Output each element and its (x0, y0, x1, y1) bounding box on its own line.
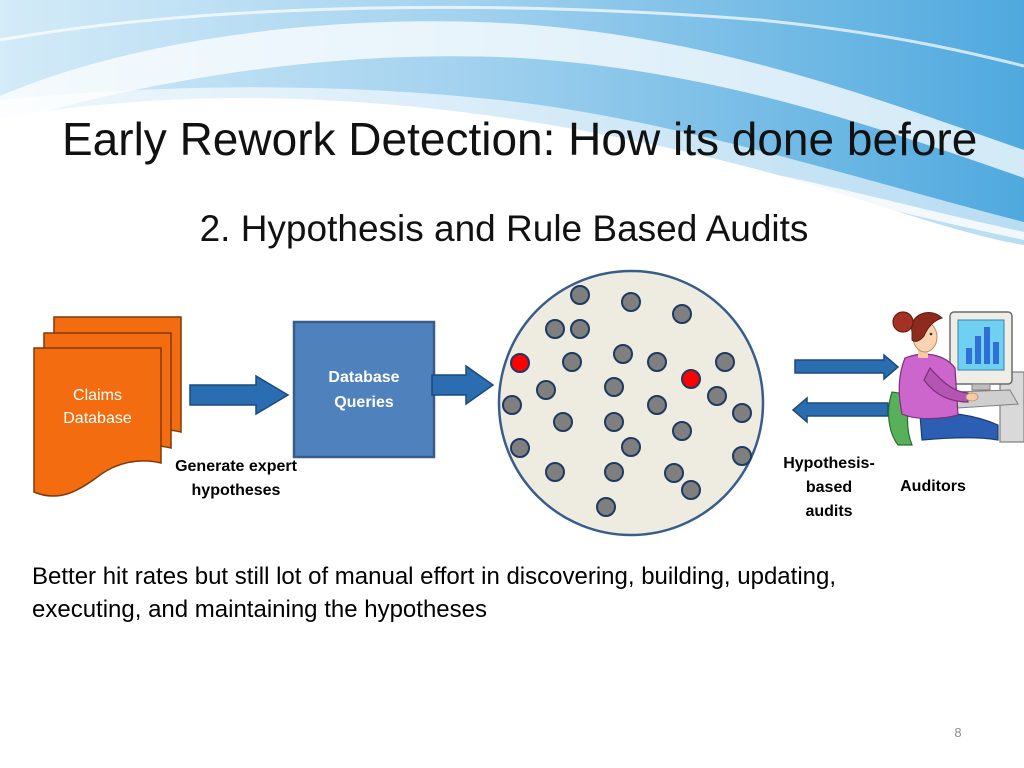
arrow-to-queries (189, 374, 290, 416)
hypothesis-audits-label-line: based (805, 479, 853, 496)
person-at-computer-icon (888, 311, 1024, 446)
database-queries-label-line: Database (328, 369, 400, 386)
auditor-hair (911, 312, 943, 342)
record-dot (621, 292, 641, 312)
record-dot (732, 446, 752, 466)
hypothesis-audits-label: Hypothesis- based audits (769, 452, 889, 524)
arrow-to-auditors (794, 353, 900, 381)
record-dot (664, 463, 684, 483)
record-dot (672, 304, 692, 324)
record-dot (553, 412, 573, 432)
record-dot (536, 380, 556, 400)
claims-database-label-line: Claims (73, 387, 122, 404)
record-dot (715, 352, 735, 372)
auditor-neck (918, 347, 928, 358)
record-dot (707, 386, 727, 406)
wave-highlight-line (0, 5, 1024, 68)
record-dot (545, 319, 565, 339)
record-dot (647, 352, 667, 372)
record-dot (647, 395, 667, 415)
database-queries-label: Database Queries (294, 365, 434, 415)
slide-body-text: Better hit rates but still lot of manual… (32, 560, 836, 626)
record-dot (672, 421, 692, 441)
screen-bar (975, 336, 981, 364)
hypothesis-audits-label-line: audits (805, 503, 853, 520)
auditor-hand (965, 392, 979, 402)
record-dot (510, 438, 530, 458)
body-text-line: Better hit rates but still lot of manual… (32, 563, 837, 590)
page-number: 8 (954, 725, 962, 740)
wave-soft-edge (0, 87, 1024, 246)
flagged-record-dot (510, 353, 530, 373)
record-dot (545, 462, 565, 482)
flagged-record-dot (681, 369, 701, 389)
auditors-label: Auditors (900, 478, 966, 495)
hypothesis-audits-label-line: Hypothesis- (783, 455, 875, 472)
auditor-hair-bun (892, 311, 914, 333)
record-dot (570, 285, 590, 305)
screen-bar (966, 348, 972, 364)
arrow-from-auditors (791, 396, 889, 424)
slide-subtitle: 2. Hypothesis and Rule Based Audits (199, 208, 809, 249)
record-dot (604, 412, 624, 432)
screen-bar (984, 327, 990, 364)
arrow-to-record-pool (431, 364, 495, 406)
database-queries-box (292, 320, 436, 459)
screen-bar (993, 342, 999, 364)
record-dot (502, 395, 522, 415)
generate-hypotheses-label-line: Generate expert (175, 458, 297, 475)
claims-database-label: Claims Database (34, 384, 161, 430)
auditor-eye (929, 332, 933, 336)
record-dot (570, 319, 590, 339)
record-dot (562, 352, 582, 372)
wave-white-swoosh (0, 21, 1024, 179)
monitor-stand (971, 383, 991, 391)
generate-hypotheses-label: Generate expert hypotheses (156, 455, 316, 503)
record-dot (596, 497, 616, 517)
database-queries-label-line: Queries (334, 394, 394, 411)
claims-database-stack (33, 316, 182, 497)
claims-database-label-line: Database (63, 410, 132, 427)
claims-page-front (33, 347, 162, 497)
slide-title: Early Rework Detection: How its done bef… (62, 113, 978, 165)
record-dot (604, 377, 624, 397)
record-dot (681, 480, 701, 500)
record-dot (613, 344, 633, 364)
record-dots (502, 285, 752, 517)
body-text-line: executing, and maintaining the hypothese… (32, 596, 487, 623)
record-dot (732, 403, 752, 423)
record-dot (621, 437, 641, 457)
record-pool (497, 269, 765, 537)
wave-lower-streak (640, 150, 1024, 240)
generate-hypotheses-label-line: hypotheses (191, 482, 281, 499)
record-dot (604, 462, 624, 482)
auditor-arm (923, 366, 969, 403)
